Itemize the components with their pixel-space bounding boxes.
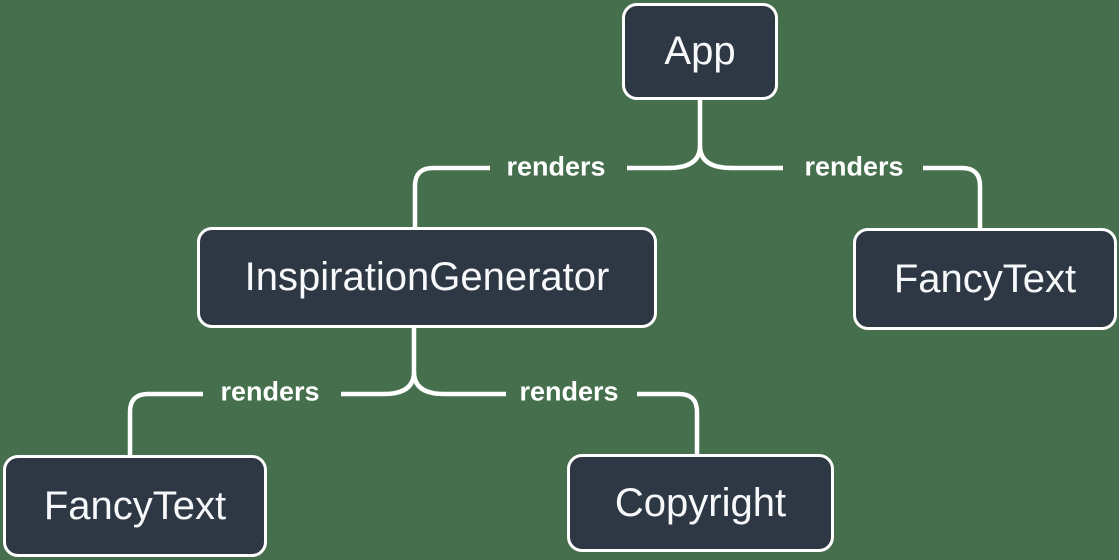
node-fancy-text-top: FancyText: [853, 228, 1117, 330]
edge-label-app-fancytext: renders: [804, 151, 904, 182]
node-app-label: App: [664, 29, 736, 73]
edge-app-to-inspirationgenerator-elbow: [412, 165, 490, 227]
edge-inspirationgenerator-stem-and-left-branch: [341, 328, 417, 397]
node-inspiration-generator: InspirationGenerator: [197, 227, 657, 328]
edge-inspirationgenerator-to-copyright-elbow: [637, 391, 700, 454]
edge-inspirationgenerator-right-branch: [411, 371, 506, 397]
node-fancy-text-top-label: FancyText: [893, 256, 1077, 301]
node-inspiration-generator-label: InspirationGenerator: [244, 255, 610, 299]
edge-inspirationgenerator-to-fancytext-elbow: [127, 391, 203, 455]
edge-app-stem-and-left-branch: [627, 100, 703, 171]
edge-label-inspirationgenerator-copyright: renders: [519, 376, 619, 407]
edge-label-app-inspirationgenerator: renders: [506, 151, 606, 182]
node-copyright: Copyright: [567, 454, 834, 552]
node-fancy-text-bottom-label: FancyText: [43, 483, 227, 528]
node-app: App: [622, 3, 778, 100]
edge-app-right-branch: [697, 145, 783, 171]
edge-label-inspirationgenerator-fancytext: renders: [220, 376, 320, 407]
edge-app-to-fancytext-elbow: [923, 165, 983, 228]
node-fancy-text-bottom: FancyText: [3, 455, 267, 557]
node-copyright-label: Copyright: [614, 480, 787, 525]
